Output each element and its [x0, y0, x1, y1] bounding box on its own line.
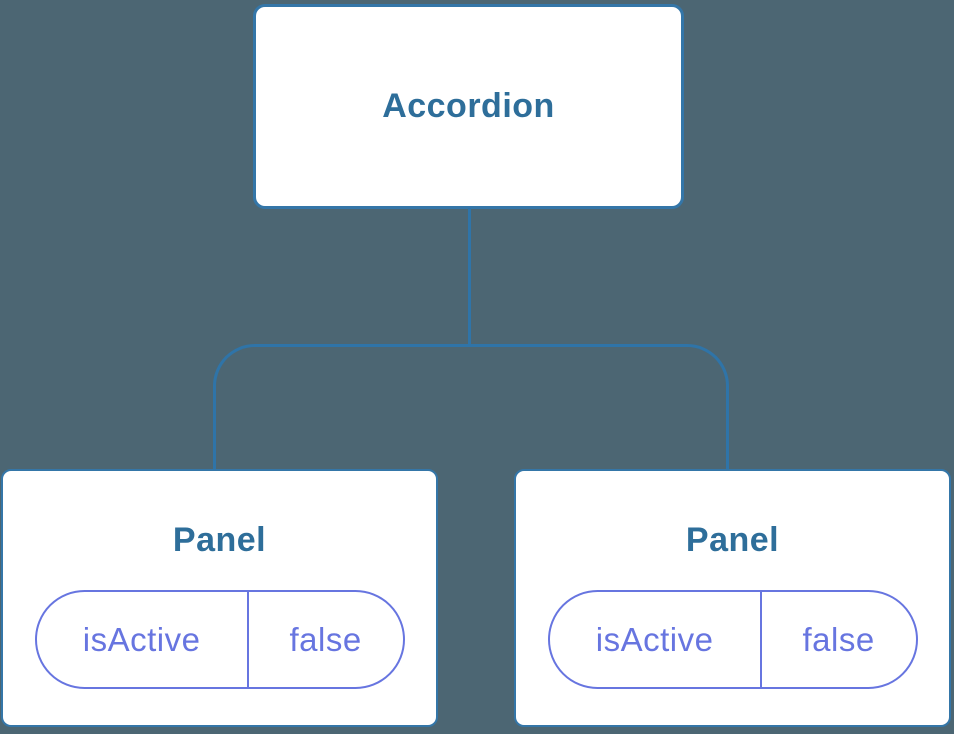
connector-branch-lines [213, 344, 729, 470]
panel-node-label: Panel [172, 521, 267, 559]
state-value-label: false [289, 620, 362, 658]
state-key-label: isActive [550, 592, 762, 687]
connector-stem-line [468, 208, 471, 345]
state-pill: isActive false [34, 590, 405, 689]
panel-node-right: Panel isActive false [514, 469, 951, 727]
accordion-node: Accordion [253, 4, 684, 209]
state-value-label: false [802, 620, 875, 658]
panel-node-label: Panel [685, 521, 780, 559]
accordion-node-label: Accordion [382, 87, 555, 125]
state-pill: isActive false [547, 590, 918, 689]
state-key-label: isActive [37, 592, 249, 687]
panel-node-left: Panel isActive false [1, 469, 438, 727]
